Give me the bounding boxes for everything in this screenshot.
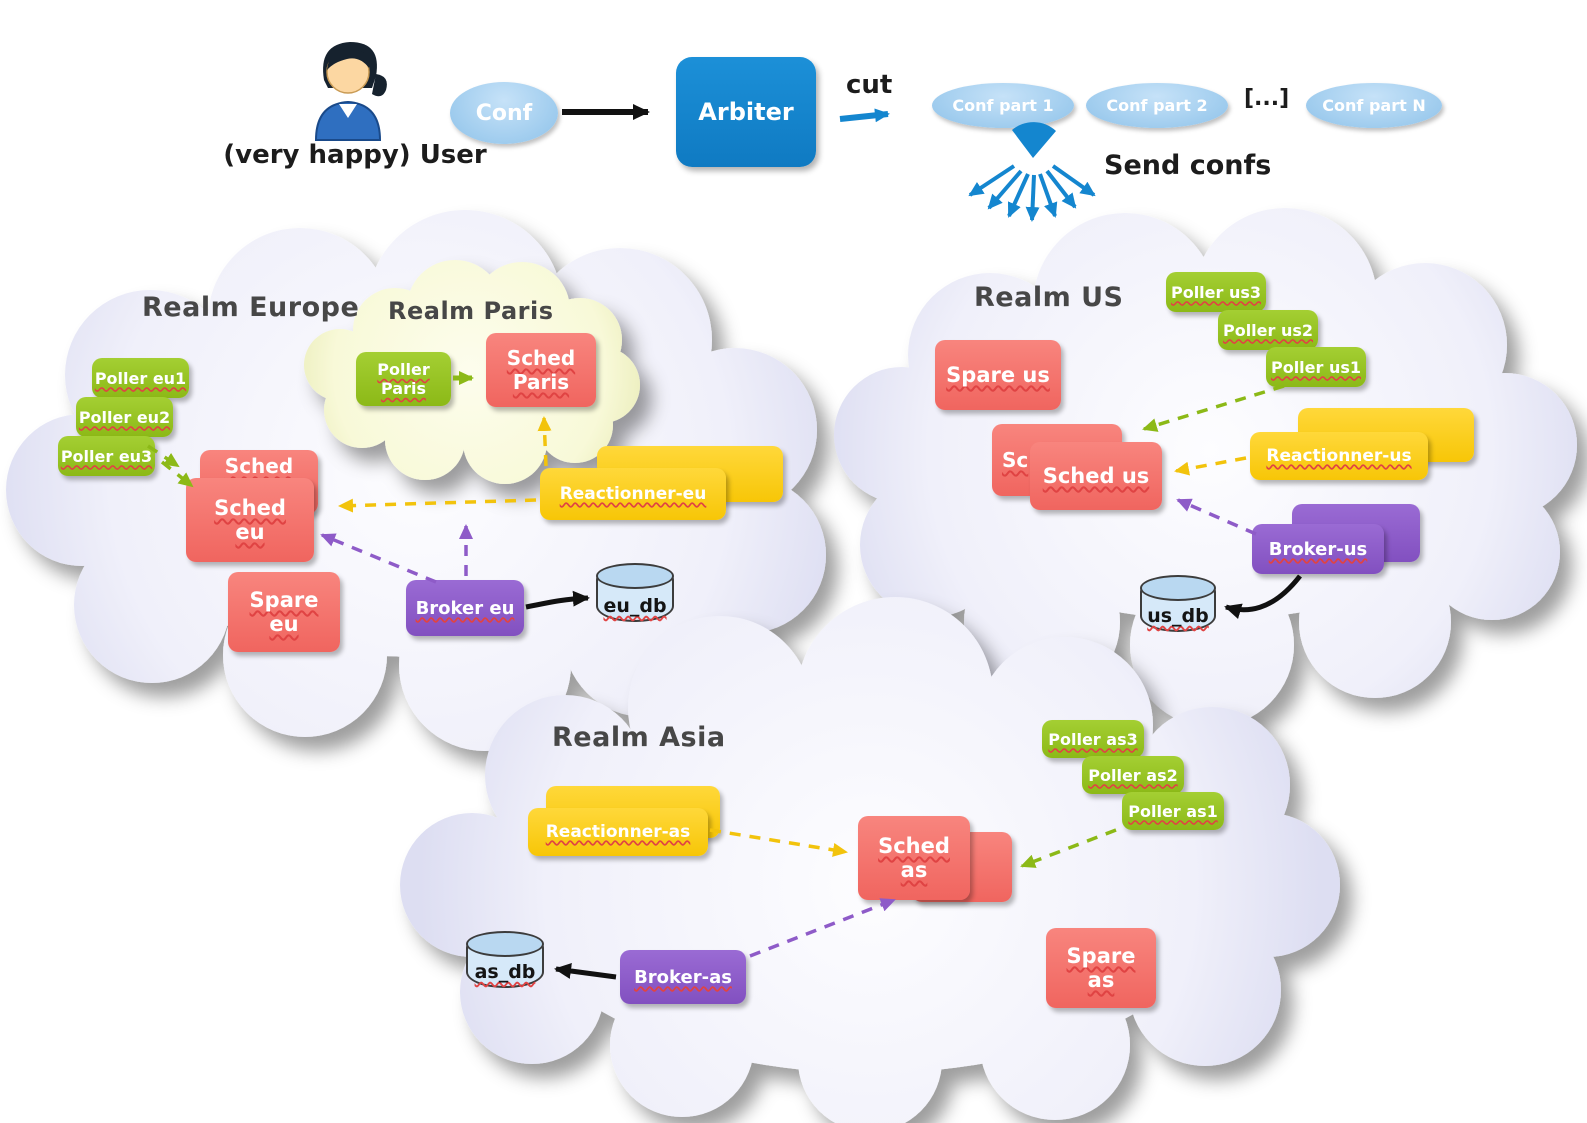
conf-label: Conf bbox=[475, 100, 533, 126]
arrow-as-broker-to-db bbox=[554, 963, 617, 980]
europe-spare: Spare eu bbox=[228, 572, 340, 652]
asia-reactionner: Reactionner-as bbox=[528, 808, 708, 856]
asia-reactionner-back bbox=[546, 786, 720, 838]
arbiter-node: Arbiter bbox=[676, 57, 816, 167]
europe-reactionner: Reactionner-eu bbox=[540, 468, 726, 520]
realm-us-title: Realm US bbox=[974, 282, 1124, 313]
broadcast-icon bbox=[968, 122, 1096, 222]
user-label: (very happy) User bbox=[223, 140, 487, 170]
conf-part-n: Conf part N bbox=[1306, 83, 1442, 128]
us-reactionner: Reactionner-us bbox=[1250, 432, 1428, 480]
us-spare: Spare us bbox=[935, 340, 1061, 410]
asia-poller-as2: Poller as2 bbox=[1082, 756, 1184, 794]
us-scheduler-back: Sc bbox=[992, 424, 1122, 496]
us-poller-us2: Poller us2 bbox=[1218, 310, 1318, 350]
arrow-us-broker-to-db bbox=[1224, 574, 1302, 619]
us-broker: Broker-us bbox=[1252, 524, 1384, 574]
realm-paris-cloud bbox=[304, 260, 640, 484]
europe-scheduler: Sched eu bbox=[186, 478, 314, 562]
conf-part-2: Conf part 2 bbox=[1086, 83, 1228, 128]
conf-node: Conf bbox=[450, 82, 558, 144]
asia-poller-as1: Poller as1 bbox=[1122, 792, 1224, 830]
arrow-eu-broker-to-db bbox=[525, 590, 590, 610]
conf-part-1: Conf part 1 bbox=[932, 83, 1074, 128]
conf-parts-ellipsis: [...] bbox=[1244, 86, 1290, 111]
arrow-eu-reactionner-to-sched bbox=[338, 498, 537, 513]
realm-europe-title: Realm Europe bbox=[142, 292, 360, 323]
paris-poller: Poller Paris bbox=[356, 352, 451, 406]
us-poller-us1: Poller us1 bbox=[1266, 347, 1366, 387]
arrow-us-reactionner-to-sched bbox=[1174, 456, 1247, 476]
asia-poller-as3: Poller as3 bbox=[1042, 720, 1144, 758]
arrow-us-pollers-to-sched bbox=[1142, 384, 1285, 432]
asia-db: as_db bbox=[466, 931, 544, 988]
europe-poller-eu3: Poller eu3 bbox=[58, 436, 155, 476]
asia-scheduler: Sched as bbox=[858, 816, 970, 900]
us-db: us_db bbox=[1140, 575, 1216, 632]
arrow-eu-reactionner-to-paris-sched bbox=[537, 416, 552, 467]
europe-reactionner-back bbox=[597, 446, 783, 502]
arrow-cut bbox=[839, 108, 890, 123]
arrow-as-broker-to-sched bbox=[749, 898, 896, 958]
arbiter-label: Arbiter bbox=[698, 98, 794, 126]
realm-europe-cloud bbox=[6, 210, 826, 751]
user-avatar bbox=[314, 42, 387, 141]
realm-asia-cloud bbox=[400, 597, 1340, 1123]
paris-scheduler: Sched Paris bbox=[486, 333, 596, 407]
arrow-as-reactionner-to-sched bbox=[709, 828, 848, 857]
arrow-us-broker-to-sched bbox=[1176, 498, 1257, 536]
arrow-eu-pollers-to-sched-1 bbox=[147, 444, 180, 468]
send-confs-label: Send confs bbox=[1104, 150, 1272, 181]
realm-asia-title: Realm Asia bbox=[552, 722, 726, 753]
europe-poller-eu2: Poller eu2 bbox=[76, 397, 173, 437]
asia-spare: Spare as bbox=[1046, 928, 1156, 1008]
realm-paris-title: Realm Paris bbox=[388, 297, 554, 325]
realm-us-cloud bbox=[834, 208, 1577, 727]
arrow-eu-broker-to-sched bbox=[320, 533, 437, 584]
asia-scheduler-back bbox=[912, 832, 1012, 902]
europe-broker: Broker eu bbox=[406, 580, 524, 636]
arrow-as-pollers-to-sched bbox=[1020, 828, 1117, 868]
europe-scheduler-back: Sched bbox=[200, 450, 318, 514]
cut-label: cut bbox=[846, 70, 893, 100]
us-scheduler: Sched us bbox=[1030, 442, 1162, 510]
us-broker-back bbox=[1292, 504, 1420, 562]
asia-broker: Broker-as bbox=[620, 950, 746, 1004]
us-poller-us3: Poller us3 bbox=[1166, 272, 1266, 312]
arrow-eu-pollers-to-sched-2 bbox=[160, 460, 194, 488]
europe-db: eu_db bbox=[596, 563, 674, 622]
europe-poller-eu1: Poller eu1 bbox=[92, 358, 189, 398]
us-reactionner-back bbox=[1298, 408, 1474, 462]
